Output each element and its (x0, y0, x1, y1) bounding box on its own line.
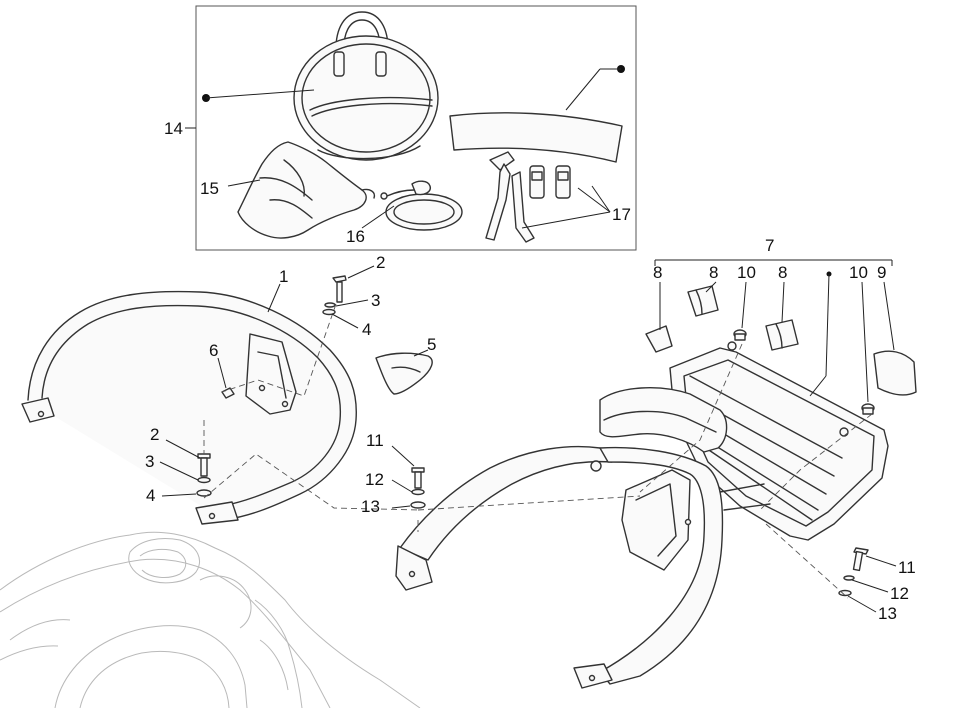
callout-4: 4 (362, 320, 371, 339)
callout-10: 10 (849, 263, 868, 282)
callout-12: 12 (365, 470, 384, 489)
callout-3: 3 (371, 291, 380, 310)
luggage-rack-drawing (395, 341, 889, 689)
callout-2-lower: 2 (150, 425, 159, 444)
rack-pads-drawing (645, 285, 917, 415)
cover-bag-drawing (237, 141, 376, 239)
handle-cover-drawing (375, 352, 433, 395)
callout-9: 9 (877, 263, 886, 282)
assembly-guide-lines (203, 303, 873, 599)
callout-8: 8 (778, 263, 787, 282)
scooter-body-outline (0, 531, 421, 709)
callout-13: 13 (361, 497, 380, 516)
cable-lock-drawing (380, 180, 463, 231)
callout-2: 2 (376, 253, 385, 272)
callout-7: 7 (765, 236, 774, 255)
round-bag-drawing (293, 11, 439, 161)
callout-5: 5 (427, 335, 436, 354)
rear-handle-bar-drawing (21, 290, 357, 525)
callout-6: 6 (209, 341, 218, 360)
fastener-drawings (196, 275, 869, 597)
callout-11: 11 (366, 431, 384, 450)
callout-12: 12 (890, 584, 909, 603)
callout-1: 1 (279, 267, 288, 286)
strap-set-drawing (485, 151, 571, 243)
strap-panel-drawing (449, 112, 623, 163)
callout-labels: 14 15 16 17 1 2 3 4 5 6 2 3 4 11 12 13 7… (145, 119, 916, 623)
callout-15: 15 (200, 179, 219, 198)
callout-4-lower: 4 (146, 486, 155, 505)
callout-8: 8 (709, 263, 718, 282)
callout-17: 17 (612, 205, 631, 224)
callout-10: 10 (737, 263, 756, 282)
leader-lines (159, 65, 897, 613)
callout-11: 11 (898, 558, 916, 577)
callout-13: 13 (878, 604, 897, 623)
callout-14: 14 (164, 119, 183, 138)
callout-16: 16 (346, 227, 365, 246)
callout-3-lower: 3 (145, 452, 154, 471)
callout-8: 8 (653, 263, 662, 282)
